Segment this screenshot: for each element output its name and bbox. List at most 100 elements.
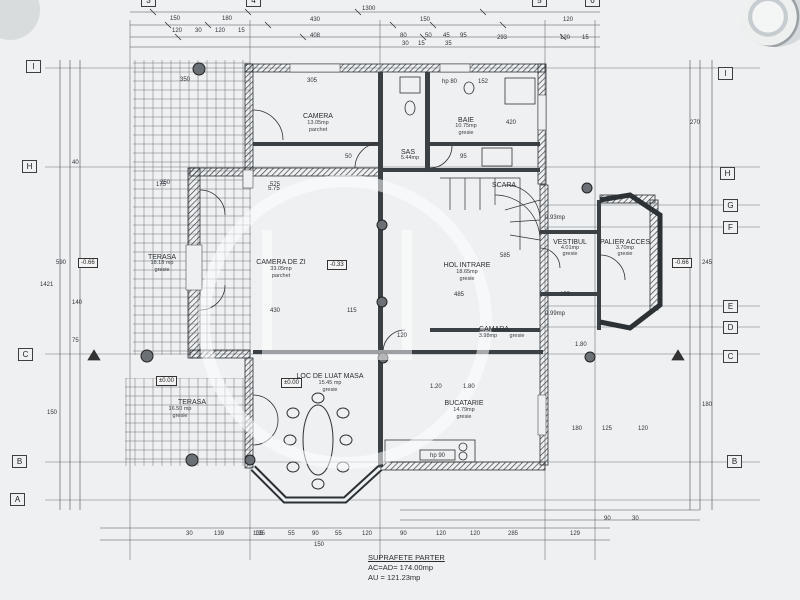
- entrance-bay-wall: [599, 192, 663, 331]
- glass-object: [740, 0, 800, 47]
- dim-top-9: 80: [400, 33, 407, 39]
- dim-top-1: 150: [170, 16, 181, 22]
- dim-misc-33: 0.99mp: [545, 311, 566, 317]
- dim-top-17: 120: [563, 17, 574, 23]
- room-terasa1-area: 18.18 mp: [150, 260, 174, 266]
- summary-usable-area: AU = 121.23mp: [368, 573, 421, 582]
- dim-bottom-4: 55: [288, 531, 295, 537]
- room-baie-area: 10.75mp: [455, 123, 477, 129]
- dim-bottom-11: 285: [508, 531, 519, 537]
- room-camara-area: 3.98mp: [478, 333, 498, 339]
- dim-misc-9: 180: [572, 426, 583, 432]
- grid-left-h: H: [22, 160, 37, 173]
- dim-top-18: 120: [560, 35, 571, 41]
- dim-bottom-5: 90: [312, 531, 319, 537]
- dim-misc-32: 1.80: [463, 384, 475, 390]
- dim-misc-11: 120: [638, 426, 649, 432]
- dim-bottom-10: 120: [470, 531, 481, 537]
- dim-misc-22: 175: [156, 182, 167, 188]
- grid-left-b: B: [12, 455, 27, 468]
- dim-top-total: 1300: [362, 6, 376, 12]
- room-terasa2-name: TERASA: [177, 399, 207, 406]
- dim-misc-21: 350: [180, 77, 191, 83]
- dim-bottom-13: 150: [314, 542, 325, 548]
- grid-top-5: 5: [532, 0, 547, 7]
- room-terasa2-finish: gresie: [172, 413, 188, 419]
- room-cameradezi-area: 33.05mp: [270, 266, 292, 272]
- grid-right-f: F: [723, 221, 738, 234]
- grid-left-c: C: [18, 348, 33, 361]
- dim-misc-29: 420: [506, 120, 517, 126]
- dim-misc-3: 155: [560, 292, 571, 298]
- room-baie-name: BAIE: [458, 117, 474, 124]
- dim-top-14: 15: [418, 41, 425, 47]
- dim-misc-25: 585: [500, 253, 511, 259]
- dim-misc-2: 305: [307, 78, 318, 84]
- room-bucatarie-finish: gresie: [456, 414, 472, 420]
- dim-top-16: 293: [497, 35, 508, 41]
- dim-misc-34: 0.93mp: [545, 215, 566, 221]
- level-marker-dining: ±0.00: [281, 378, 302, 388]
- dim-misc-6: 430: [270, 308, 281, 314]
- level-marker-terrace-bottom: ±0.00: [156, 376, 177, 386]
- grid-top-4: 4: [246, 0, 261, 7]
- dim-top-4: 30: [195, 28, 202, 34]
- dim-misc-4: 485: [454, 292, 465, 298]
- staircase: [440, 177, 541, 250]
- room-bucatarie-area: 14.79mp: [453, 407, 475, 413]
- level-marker-entrance: -0.66: [672, 258, 692, 268]
- bath-fixtures: [399, 76, 536, 167]
- dim-misc-5: 120: [397, 333, 408, 339]
- dim-top-8: 150: [420, 17, 431, 23]
- room-palier-finish: gresie: [617, 251, 633, 257]
- grid-left-a: A: [10, 493, 25, 506]
- dim-misc-18: 590: [56, 260, 67, 266]
- dim-top-15: 35: [445, 41, 452, 47]
- dim-misc-30: 1.80: [575, 342, 587, 348]
- room-camera-name: CAMERA: [303, 113, 333, 120]
- dim-misc-36: hp 80: [442, 79, 458, 85]
- room-camara-finish: gresie: [509, 333, 525, 339]
- dim-misc-28: 50: [345, 154, 352, 160]
- level-marker-living: -0.33: [327, 260, 347, 270]
- dim-bottom-8: 90: [400, 531, 407, 537]
- grid-right-b: B: [727, 455, 742, 468]
- room-terasa1-name: TERASA: [147, 254, 177, 261]
- grid-top-3: 3: [141, 0, 156, 7]
- dim-bottom-15: 30: [632, 516, 639, 522]
- summary-title: SUPRAFETE PARTER: [368, 553, 445, 562]
- room-vestibul-name: VESTIBUL: [553, 239, 587, 246]
- dim-bottom-1: 30: [186, 531, 193, 537]
- room-hol-name: HOL INTRARE: [443, 262, 491, 269]
- section-markers: [87, 349, 685, 361]
- dim-top-20: 408: [310, 33, 321, 39]
- dim-bottom-14: 90: [604, 516, 611, 522]
- dim-misc-16: 75: [72, 338, 79, 344]
- room-cameradezi-name: CAMERA DE ZI: [256, 259, 306, 266]
- dimension-ticks: [149, 8, 567, 41]
- room-camara-name: CAMARA: [479, 326, 509, 333]
- dim-top-10: 50: [425, 33, 432, 39]
- dim-misc-24: 5.75: [268, 186, 280, 192]
- dim-top-6: 15: [238, 28, 245, 34]
- room-palier-area: 3.70mp: [615, 245, 635, 251]
- grid-top-6: 6: [585, 0, 600, 7]
- room-scara-name: SCARA: [491, 182, 517, 189]
- dim-misc-7: 115: [347, 308, 357, 314]
- grid-right-g: G: [723, 199, 738, 212]
- dim-top-3: 120: [172, 28, 183, 34]
- windows: [185, 63, 547, 436]
- dim-top-12: 95: [460, 33, 467, 39]
- room-vestibul-finish: gresie: [562, 251, 578, 257]
- grid-right-h: H: [720, 167, 735, 180]
- room-terasa1-finish: gresie: [154, 267, 170, 273]
- dim-misc-1: 575: [270, 182, 281, 188]
- room-cameradezi-finish: parchet: [271, 273, 291, 279]
- dim-misc-8: 250: [160, 180, 171, 186]
- level-marker-terrace: -0.66: [78, 258, 98, 268]
- bay-window-inner: [251, 466, 382, 502]
- dim-misc-10: 125: [602, 426, 613, 432]
- room-bucatarie-name: BUCATARIE: [444, 400, 484, 407]
- dim-top-7: 430: [310, 17, 321, 23]
